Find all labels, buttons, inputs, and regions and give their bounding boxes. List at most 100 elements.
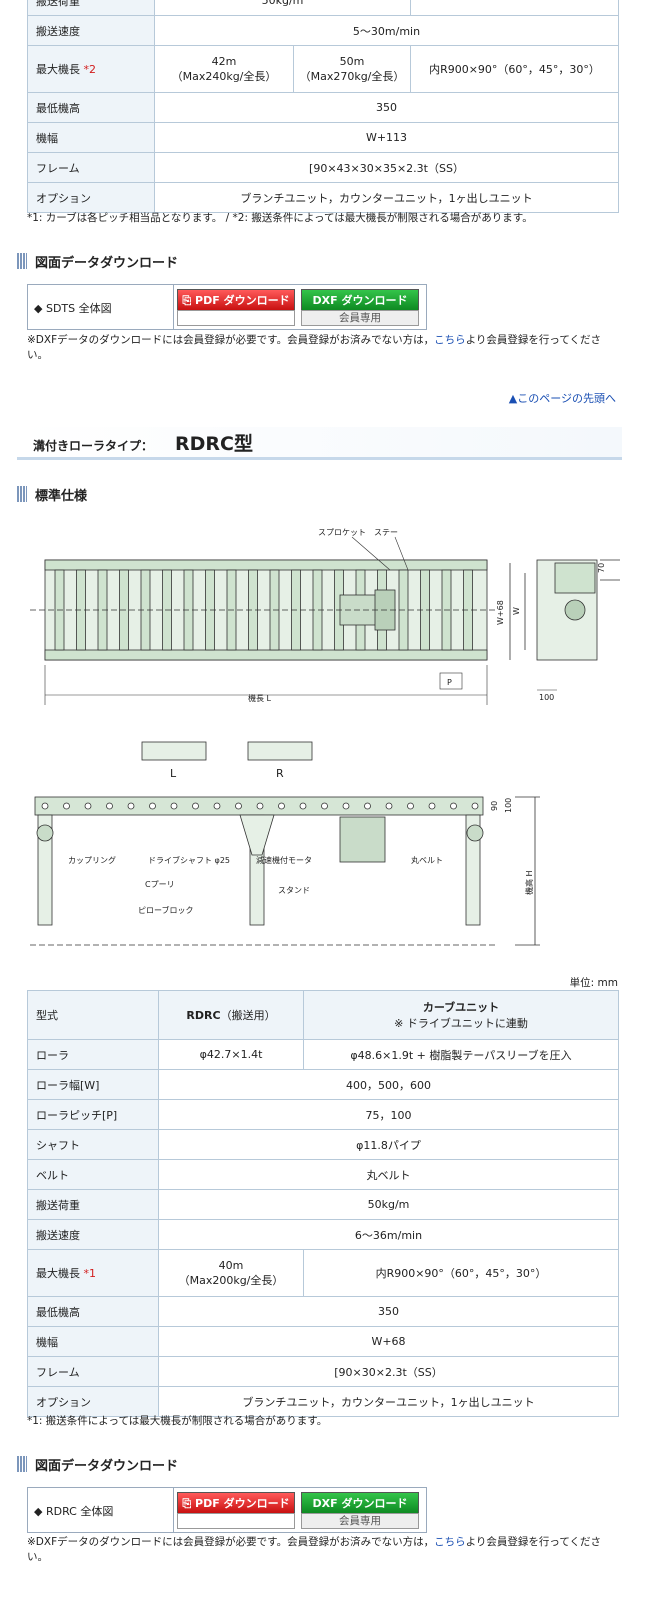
maxlen-value: 42m [211, 54, 237, 68]
row-label: オプション [27, 182, 155, 213]
top-view [30, 559, 495, 661]
row-value: ブランチユニット，カウンターユニット，1ヶ出しユニット [154, 182, 619, 213]
label-pillow-block: ピローブロック [138, 905, 194, 915]
pdf-icon: ⎘ [182, 294, 196, 307]
roller-end [278, 802, 285, 810]
row-value: 75，100 [158, 1099, 619, 1130]
col-header-rdrc: RDRC [186, 1009, 221, 1022]
row-label: フレーム [27, 152, 155, 183]
footnote-mark: *1 [83, 1267, 97, 1280]
rdrc-spec-table: 型式 RDRC（搬送用） カーブユニット※ ドライブユニットに連動 ローラ φ4… [27, 990, 619, 1417]
roller-end [364, 802, 371, 810]
download-item: ◆ SDTS 全体図 [34, 302, 112, 315]
maxlen-sub: （Max200kg/全長） [178, 1273, 284, 1287]
row-label: 最低機高 [27, 92, 155, 123]
row-label: 機幅 [27, 1326, 159, 1357]
roller-end [471, 802, 479, 810]
section-heading: 標準仕様 [17, 485, 87, 504]
label-r: R [276, 767, 284, 780]
table-row: フレーム[90×30×2.3t（SS） [27, 1356, 619, 1387]
label-100: 100 [539, 693, 554, 702]
footnote: *1: 搬送条件によっては最大機長が制限される場合があります。 [27, 1415, 328, 1427]
maxlen-sub: （Max240kg/全長） [171, 69, 277, 83]
row-value: 50kg/m [154, 0, 411, 16]
table-row: 最大機長 *2 42m（Max240kg/全長） 50m（Max270kg/全長… [27, 45, 619, 93]
label-round-belt: 丸ベルト [411, 855, 443, 865]
roller-end [84, 802, 92, 810]
label-stand: スタンド [278, 886, 310, 895]
row-label: 最大機長 [36, 1267, 80, 1280]
pdf-download-button[interactable]: ⎘ PDF ダウンロード [177, 289, 295, 311]
row-label: ローラピッチ[P] [27, 1099, 159, 1130]
row-label: ローラ [27, 1039, 159, 1070]
roller-end [450, 802, 457, 810]
row-value: [90×30×2.3t（SS） [158, 1356, 619, 1387]
download-note: ※DXFデータのダウンロードには会員登録が必要です。会員登録がお済みでない方は，… [27, 334, 602, 361]
row-value: 350 [158, 1296, 619, 1327]
pdf-icon: ⎘ [182, 1497, 196, 1510]
table-row: 最大機長 *1 40m（Max200kg/全長） 内R900×90°（60°，4… [27, 1249, 619, 1297]
table-row: ベルト丸ベルト [27, 1159, 619, 1190]
label-70: 70 [597, 563, 606, 573]
roller-end [407, 802, 414, 810]
table-row: 搬送荷重 50kg/m [27, 0, 619, 16]
row-label: シャフト [27, 1129, 159, 1160]
register-link[interactable]: こちら [434, 334, 466, 346]
table-row: ローラピッチ[P]75，100 [27, 1099, 619, 1130]
table-row: オプション ブランチユニット，カウンターユニット，1ヶ出しユニット [27, 182, 619, 213]
roller-curve: φ48.6×1.9t + 樹脂製テーパスリーブを圧入 [303, 1039, 619, 1070]
label-l: L [170, 767, 177, 780]
dxf-download-button[interactable]: DXF ダウンロード [301, 1492, 419, 1514]
type-prefix: 溝付きローラタイプ： [33, 439, 154, 453]
row-label: 搬送荷重 [27, 0, 155, 16]
register-link[interactable]: こちら [434, 1536, 466, 1548]
table-row: ローラ φ42.7×1.4t φ48.6×1.9t + 樹脂製テーパスリーブを圧… [27, 1039, 619, 1070]
label-machine-length: 機長 L [248, 693, 272, 703]
roller-end [235, 802, 242, 810]
row-label: オプション [27, 1386, 159, 1417]
roller-end [256, 802, 264, 810]
type-header: 溝付きローラタイプ： RDRC型 [17, 427, 622, 460]
download-note: ※DXFデータのダウンロードには会員登録が必要です。会員登録がお済みでない方は，… [27, 1536, 602, 1563]
download-item: ◆ RDRC 全体図 [34, 1505, 114, 1518]
table-header-row: 型式 RDRC（搬送用） カーブユニット※ ドライブユニットに連動 [27, 990, 619, 1040]
download-box: ◆ SDTS 全体図 ⎘ PDF ダウンロード DXF ダウンロード 会員専用 [27, 284, 427, 330]
roller-rdrc: φ42.7×1.4t [158, 1039, 304, 1070]
roller-end [385, 802, 393, 810]
table-row: 最低機高 350 [27, 92, 619, 123]
row-label: ローラ幅[W] [27, 1069, 159, 1100]
row-label: 搬送荷重 [27, 1189, 159, 1220]
label-w: W [512, 607, 521, 615]
label-drive-shaft: ドライブシャフト φ25 [148, 855, 230, 865]
footnote-mark: *2 [83, 63, 97, 76]
roller-end [106, 802, 113, 810]
table-row: オプションブランチユニット，カウンターユニット，1ヶ出しユニット [27, 1386, 619, 1417]
row-label: フレーム [27, 1356, 159, 1387]
row-value: 400，500，600 [158, 1069, 619, 1100]
page-top-link[interactable]: ▲このページの先頭へ [508, 392, 616, 405]
roller-end [63, 802, 70, 810]
row-value: 5〜30m/min [154, 15, 619, 46]
member-only-badge: 会員専用 [301, 310, 419, 326]
table-row: 搬送速度 5〜30m/min [27, 15, 619, 46]
download-box: ◆ RDRC 全体図 ⎘ PDF ダウンロード DXF ダウンロード 会員専用 [27, 1487, 427, 1533]
maxlen-value: 50m [339, 54, 365, 68]
roller-end [170, 802, 178, 810]
roller-end [321, 802, 328, 810]
label-c-pulley: Cプーリ [145, 880, 175, 889]
section-heading: 図面データダウンロード [17, 1455, 178, 1474]
label-stay: ステー [374, 528, 398, 537]
row-value: φ11.8パイプ [158, 1129, 619, 1160]
roller-end [127, 802, 135, 810]
dxf-download-button[interactable]: DXF ダウンロード [301, 289, 419, 311]
label-100b: 100 [504, 798, 513, 813]
row-label: 機幅 [27, 122, 155, 153]
row-label: 搬送速度 [27, 1219, 159, 1250]
table-row: 機幅 W+113 [27, 122, 619, 153]
pdf-download-button[interactable]: ⎘ PDF ダウンロード [177, 1492, 295, 1514]
unit-label: 単位: mm [569, 977, 618, 989]
roller-end [342, 802, 350, 810]
